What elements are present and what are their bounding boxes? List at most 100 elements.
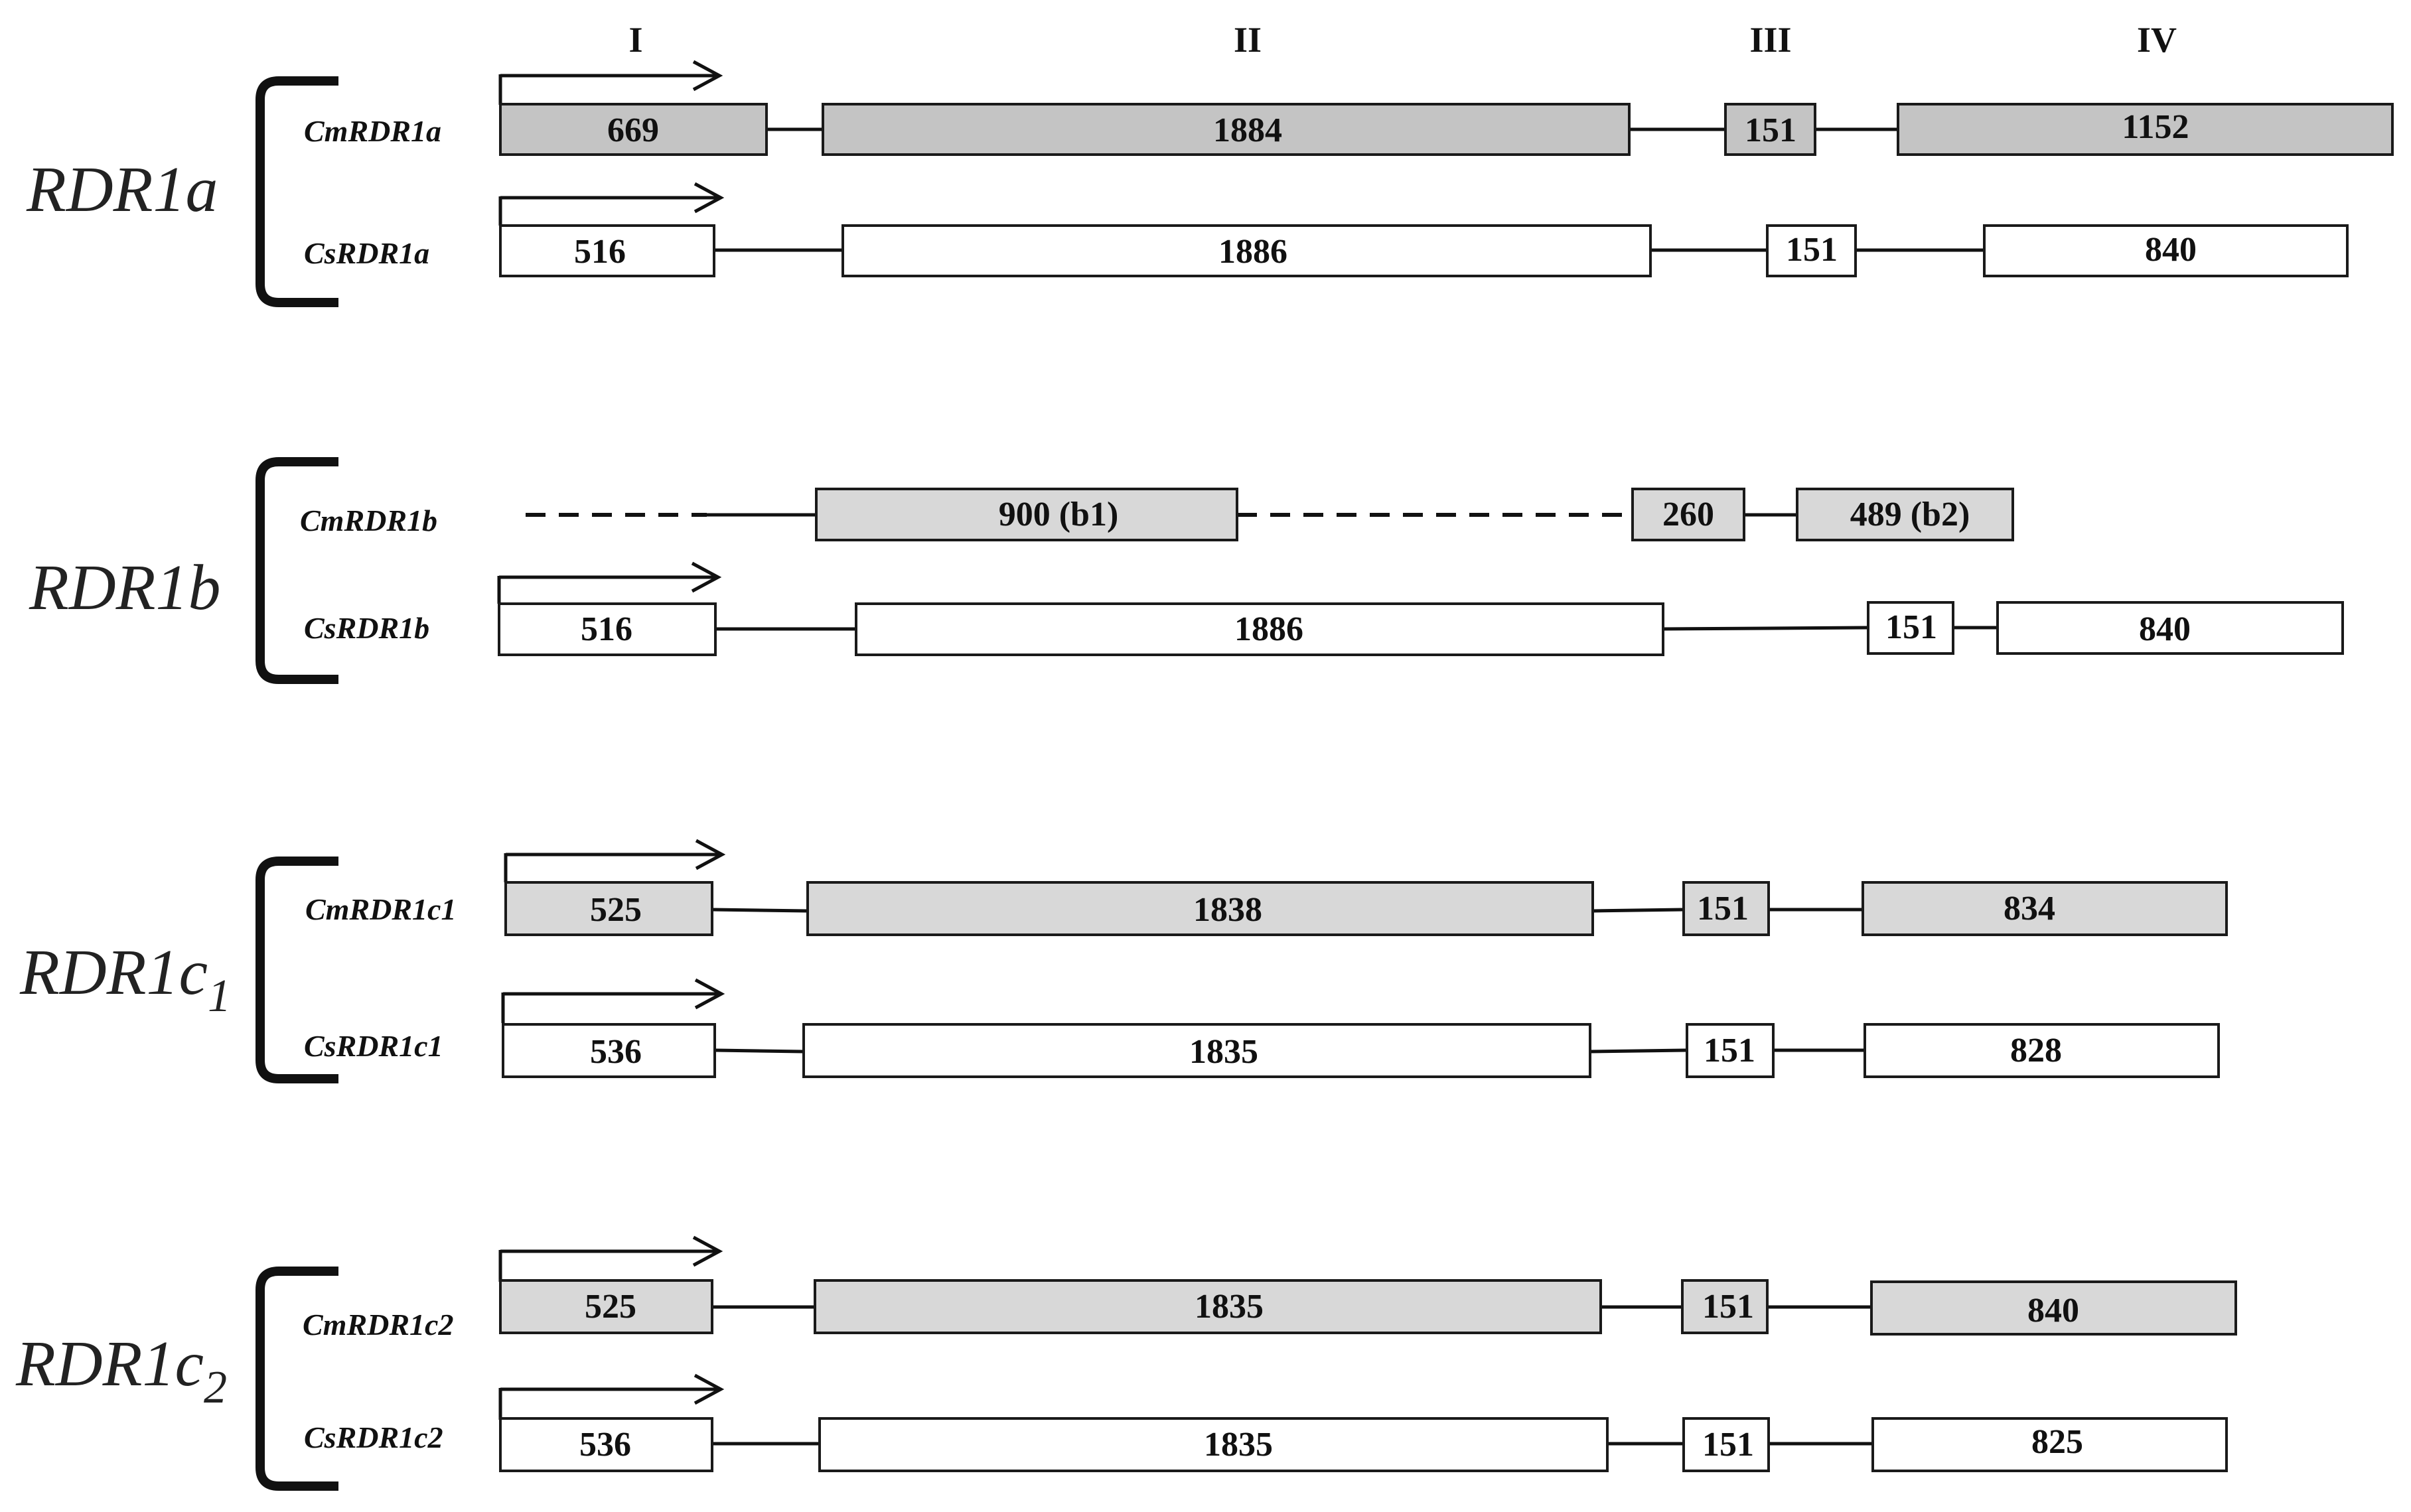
exon-box [1724, 103, 1816, 156]
gene-name: CsRDR1c2 [304, 1420, 443, 1454]
intron-line [714, 1048, 804, 1054]
gene-row-csrdr1c1: CsRDR1c1 536 1835 151 828 [304, 978, 2220, 1078]
exon-length-label: 834 [2004, 890, 2055, 928]
exon-box [504, 881, 713, 936]
exon-box [1631, 488, 1745, 541]
gene-name: CmRDR1c1 [305, 892, 456, 926]
exon-box [1863, 1023, 2220, 1078]
exon-box [1682, 1417, 1770, 1472]
exon-box [1686, 1023, 1775, 1078]
gene-name: CmRDR1b [300, 504, 437, 537]
exon-length-label: 840 [2027, 1292, 2079, 1330]
exon-box [499, 103, 768, 156]
exon-length-label: 489 (b2) [1850, 496, 1970, 533]
intron-line [1589, 1048, 1688, 1054]
exon-box [499, 1279, 713, 1334]
gene-name: CsRDR1b [304, 611, 429, 645]
intron-line [1662, 626, 1869, 631]
region-label-ii: II [1234, 20, 1262, 60]
exon-length-label: 151 [1702, 1288, 1754, 1326]
exon-box [802, 1023, 1591, 1078]
exon-box [1870, 1280, 2237, 1336]
start-arrow [501, 978, 725, 1023]
exon-length-label: 1886 [1218, 233, 1287, 271]
gene-name: CsRDR1c1 [304, 1029, 443, 1063]
group-label-rdr1a: RDR1a [26, 154, 218, 226]
gene-row-cmrdr1c1: CmRDR1c1 525 1838 151 834 [305, 839, 2228, 936]
group-bracket [256, 1267, 338, 1491]
gene-row-csrdr1b: CsRDR1b 516 1886 151 840 [304, 561, 2344, 656]
gene-row-csrdr1c2: CsRDR1c2 536 1835 151 825 [304, 1373, 2228, 1472]
exon-box [814, 1279, 1602, 1334]
region-label-iv: IV [2137, 20, 2177, 60]
exon-length-label: 1152 [2122, 108, 2189, 146]
group-bracket [256, 857, 338, 1083]
exon-length-label: 151 [1786, 231, 1838, 269]
exon-length-label: 900 (b1) [999, 496, 1119, 533]
start-arrow [497, 561, 722, 604]
group-rdr1c1: RDR1c1 CmRDR1c1 525 1838 151 834 CsRDR1c… [19, 839, 2228, 1083]
group-bracket [256, 457, 338, 684]
group-label-rdr1c2: RDR1c2 [15, 1328, 227, 1413]
exon-length-label: 260 [1662, 496, 1714, 533]
intron-line [711, 908, 808, 913]
exon-box [1871, 1417, 2228, 1472]
exon-length-label: 1835 [1195, 1288, 1264, 1326]
exon-length-label: 516 [574, 233, 626, 271]
exon-length-label: 840 [2145, 231, 2197, 269]
gene-row-cmrdr1a: CmRDR1a 669 1884 151 1152 [304, 60, 2394, 156]
exon-length-label: 1884 [1213, 111, 1282, 149]
exon-box [815, 488, 1238, 541]
intron-line [1592, 908, 1684, 913]
exon-box [502, 1023, 716, 1078]
gene-name: CsRDR1a [304, 236, 429, 270]
region-label-i: I [628, 20, 642, 60]
exon-box [1862, 881, 2228, 936]
gene-name: CmRDR1a [304, 114, 441, 148]
exon-length-label: 151 [1697, 890, 1749, 928]
exon-box [1796, 488, 2014, 541]
group-label-rdr1c1: RDR1c1 [19, 937, 231, 1022]
exon-box [1897, 103, 2394, 156]
exon-box [499, 1417, 713, 1472]
exon-box [1681, 1279, 1769, 1334]
group-rdr1a: RDR1a CmRDR1a 669 1884 151 1152 CsRDR1a [26, 60, 2394, 307]
exon-length-label: 536 [579, 1426, 631, 1464]
exon-length-label: 825 [2031, 1423, 2083, 1461]
exon-length-label: 525 [585, 1288, 636, 1326]
region-labels: I II III IV [628, 20, 2177, 60]
exon-box [806, 881, 1594, 936]
gene-row-csrdr1a: CsRDR1a 516 1886 151 840 [304, 182, 2349, 277]
exon-length-label: 525 [590, 891, 642, 929]
exon-length-label: 151 [1702, 1426, 1754, 1464]
gene-name: CmRDR1c2 [303, 1308, 453, 1341]
region-label-iii: III [1749, 20, 1791, 60]
exon-length-label: 151 [1885, 608, 1937, 646]
exon-length-label: 536 [590, 1033, 642, 1071]
exon-length-label: 151 [1745, 111, 1796, 149]
start-arrow [498, 1235, 723, 1282]
exon-box [818, 1417, 1609, 1472]
exon-box [1996, 601, 2344, 655]
exon-length-label: 1886 [1234, 610, 1303, 648]
exon-length-label: 1835 [1204, 1426, 1273, 1464]
exon-length-label: 840 [2139, 610, 2191, 648]
exon-length-label: 151 [1704, 1032, 1755, 1069]
gene-row-cmrdr1b: CmRDR1b 900 (b1) 260 489 (b2) [300, 488, 2014, 541]
exon-box [1983, 224, 2349, 277]
start-arrow [498, 182, 725, 226]
exon-length-label: 1838 [1193, 891, 1262, 929]
exon-box [841, 224, 1652, 277]
start-arrow [498, 1373, 725, 1420]
group-label-rdr1b: RDR1b [29, 552, 221, 624]
gene-row-cmrdr1c2: CmRDR1c2 525 1835 151 840 [303, 1235, 2237, 1341]
exon-box [499, 224, 715, 277]
exon-box [822, 103, 1631, 156]
exon-length-label: 828 [2010, 1032, 2062, 1069]
start-arrow [498, 60, 723, 105]
start-arrow [504, 839, 726, 882]
exon-box [1682, 881, 1770, 936]
exon-box [855, 602, 1664, 656]
exon-length-label: 516 [581, 610, 632, 648]
